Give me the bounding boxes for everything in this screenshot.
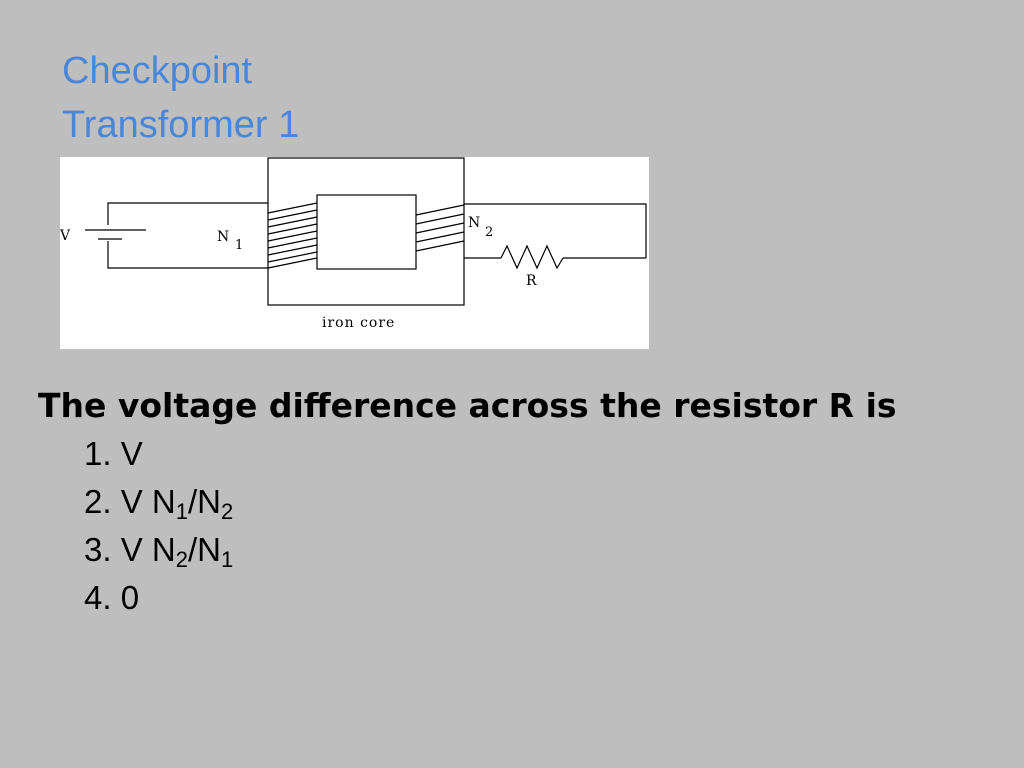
- title-line-2: Transformer 1: [62, 104, 300, 146]
- choice-number: 3.: [84, 531, 112, 568]
- primary-coil: [267, 202, 318, 269]
- answer-choice-4: 4. 0: [84, 574, 233, 622]
- secondary-coil-label: N: [468, 215, 480, 231]
- primary-top-wire: [107, 202, 268, 225]
- primary-bottom-wire: [107, 241, 268, 269]
- transformer-circuit-svg: V N 1 N 2 R iron core: [60, 157, 647, 331]
- question-text: The voltage difference across the resist…: [38, 386, 897, 425]
- choice-subscript: 1: [175, 499, 188, 524]
- transformer-diagram: V N 1 N 2 R iron core: [60, 157, 649, 349]
- iron-core-window: [316, 194, 417, 270]
- primary-coil-subscript: 1: [235, 238, 243, 253]
- choice-text: /N: [187, 531, 221, 568]
- answer-choice-2: 2. V N1/N2: [84, 478, 233, 526]
- primary-coil-label: N: [217, 229, 229, 245]
- choice-text: 0: [120, 579, 140, 616]
- iron-core-outer: [267, 157, 465, 306]
- secondary-coil: [415, 204, 465, 252]
- choice-subscript: 2: [175, 547, 188, 572]
- secondary-top-wire: [464, 203, 647, 258]
- iron-core-label: iron core: [322, 315, 395, 331]
- choice-number: 2.: [84, 483, 112, 520]
- resistor-label: R: [526, 273, 537, 289]
- battery-label: V: [60, 228, 71, 244]
- choice-text: V N: [120, 483, 176, 520]
- slide-title: Checkpoint Transformer 1: [62, 44, 299, 152]
- choice-number: 4.: [84, 579, 112, 616]
- answer-choice-1: 1. V: [84, 430, 233, 478]
- choice-text: V: [120, 435, 143, 472]
- answer-choice-3: 3. V N2/N1: [84, 526, 233, 574]
- choice-number: 1.: [84, 435, 112, 472]
- choice-text: V N: [120, 531, 176, 568]
- choice-subscript: 2: [220, 499, 234, 524]
- title-line-1: Checkpoint: [62, 50, 253, 92]
- choice-text: /N: [187, 483, 221, 520]
- resistor-symbol: [500, 244, 564, 270]
- secondary-coil-subscript: 2: [485, 225, 493, 240]
- choice-subscript: 1: [220, 547, 234, 572]
